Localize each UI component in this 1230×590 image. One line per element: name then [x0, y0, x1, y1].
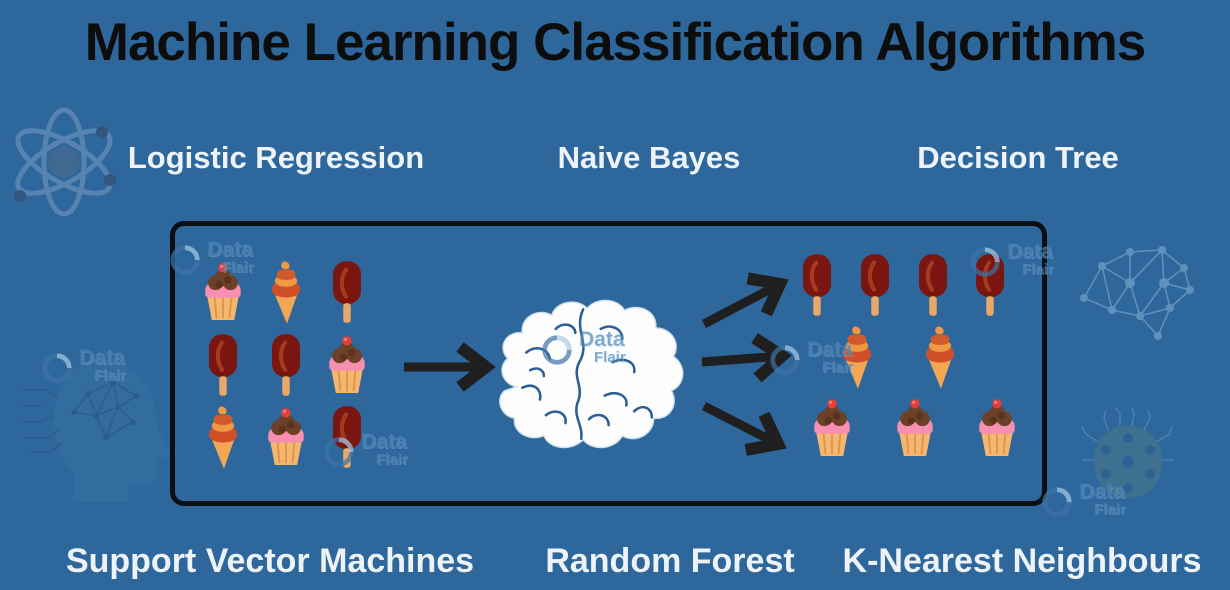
- ai-head-circuit-icon: [20, 360, 172, 502]
- label-logistic-regression: Logistic Regression: [127, 140, 425, 175]
- cone-icon: [258, 258, 314, 326]
- popsicle-icon: [258, 331, 314, 399]
- cupcake-icon: [258, 403, 314, 471]
- network-brain-icon: [1080, 246, 1194, 340]
- popsicle-icon: [905, 251, 961, 319]
- popsicle-icon: [319, 258, 375, 326]
- label-decision-tree: Decision Tree: [917, 140, 1119, 175]
- cone-icon: [829, 323, 885, 391]
- popsicle-icon: [962, 251, 1018, 319]
- label-support-vector-machines: Support Vector Machines: [65, 542, 475, 580]
- popsicle-icon: [789, 251, 845, 319]
- cupcake-icon: [195, 258, 251, 326]
- label-naive-bayes: Naive Bayes: [557, 140, 741, 175]
- label-random-forest: Random Forest: [545, 542, 795, 580]
- chip-circuit-icon: [1081, 408, 1174, 498]
- cone-icon: [912, 323, 968, 391]
- page-title: Machine Learning Classification Algorith…: [84, 13, 1146, 72]
- popsicle-icon: [195, 331, 251, 399]
- label-k-nearest-neighbours: K-Nearest Neighbours: [842, 542, 1202, 580]
- cone-icon: [195, 403, 251, 471]
- cupcake-icon: [319, 331, 375, 399]
- cupcake-icon: [804, 394, 860, 462]
- popsicle-icon: [847, 251, 903, 319]
- atom-icon: [14, 107, 116, 217]
- popsicle-icon: [319, 403, 375, 471]
- cupcake-icon: [969, 394, 1025, 462]
- brain-icon: [487, 291, 693, 463]
- classification-box: [170, 221, 1047, 506]
- cupcake-icon: [887, 394, 943, 462]
